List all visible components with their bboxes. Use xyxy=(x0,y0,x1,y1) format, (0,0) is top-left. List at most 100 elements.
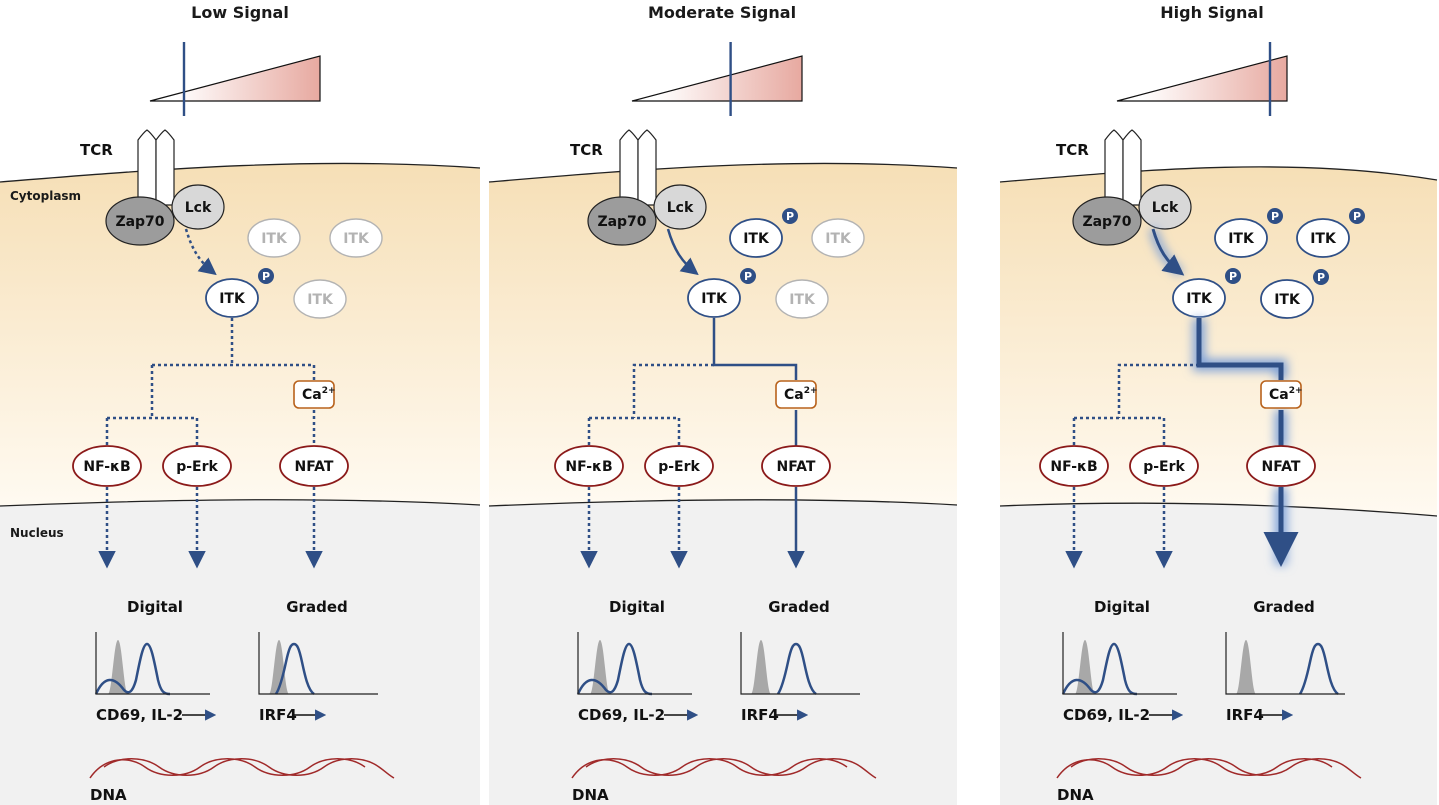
calcium-box: Ca2+ xyxy=(1260,380,1303,409)
tf-label: NF-κB xyxy=(565,459,612,475)
phospho-label: P xyxy=(744,270,752,283)
tf-nfat-node: NFAT xyxy=(279,445,349,487)
cytoplasm-region xyxy=(488,162,958,506)
signal-paths xyxy=(580,318,805,569)
signal-strength-slider xyxy=(631,42,803,116)
nucleus-region xyxy=(488,499,958,805)
histogram-digital xyxy=(94,632,210,696)
cytoplasm-label: Cytoplasm xyxy=(10,189,81,203)
itk-node-0: ITK P xyxy=(729,208,798,258)
itk-node-1: ITK xyxy=(811,218,865,258)
zap70-label: Zap70 xyxy=(115,214,164,230)
tf-nfkb-node: NF-κB xyxy=(72,445,142,487)
panel-moderate-signal: Moderate Signal TCR Zap70 Lck xyxy=(488,3,958,805)
zap70-node: Zap70 xyxy=(587,196,657,246)
dna-helix xyxy=(571,758,877,779)
lck-to-itk-arrow xyxy=(666,228,699,276)
histogram-graded xyxy=(258,632,378,696)
cytoplasm-region xyxy=(0,162,481,506)
tcr-receptor xyxy=(619,129,657,206)
dna-label: DNA xyxy=(90,786,127,804)
lck-label: Lck xyxy=(1152,200,1179,216)
itk-label: ITK xyxy=(343,231,370,247)
signal-paths xyxy=(98,318,323,569)
tf-nfkb-node: NF-κB xyxy=(554,445,624,487)
nucleus-region xyxy=(0,499,481,805)
lck-label: Lck xyxy=(667,200,694,216)
tcr-label: TCR xyxy=(80,141,113,159)
lck-node: Lck xyxy=(653,184,707,230)
tf-label: NFAT xyxy=(295,459,334,475)
phospho-label: P xyxy=(1353,210,1361,223)
output-category-digital: Digital xyxy=(1094,598,1150,616)
histogram-digital xyxy=(576,632,692,696)
gene-digital-label: CD69, IL-2 xyxy=(578,706,665,724)
panel-high-signal: High Signal TCR Zap70 Lck xyxy=(999,3,1438,805)
calcium-box: Ca2+ xyxy=(293,380,336,409)
tf-label: NFAT xyxy=(1262,459,1301,475)
itk-label: ITK xyxy=(1228,231,1255,247)
itk-label: ITK xyxy=(1274,292,1301,308)
gene-digital-label: CD69, IL-2 xyxy=(1063,706,1150,724)
calcium-label: Ca2+ xyxy=(302,386,336,403)
itk-label: ITK xyxy=(1310,231,1337,247)
gene-graded-label: IRF4 xyxy=(1226,706,1264,724)
histogram-graded xyxy=(1225,632,1345,696)
itk-node-2: ITK xyxy=(775,279,829,319)
phospho-label: P xyxy=(1271,210,1279,223)
tf-label: p-Erk xyxy=(658,459,700,475)
tcr-label: TCR xyxy=(1056,141,1089,159)
itk-node-1: ITK xyxy=(329,218,383,258)
calcium-label: Ca2+ xyxy=(1269,386,1303,403)
tf-label: NF-κB xyxy=(83,459,130,475)
itk-node-2: ITK xyxy=(293,279,347,319)
panel-low-signal: Low Signal Cytoplasm Nucleus TCR Zap70 L… xyxy=(0,3,481,805)
zap70-label: Zap70 xyxy=(597,214,646,230)
signal-paths xyxy=(1065,318,1299,569)
panel-title: Moderate Signal xyxy=(648,3,796,22)
tf-nfkb-node: NF-κB xyxy=(1039,445,1109,487)
itk-node-2: ITK P xyxy=(1260,269,1329,319)
zap70-node: Zap70 xyxy=(105,196,175,246)
gene-digital-label: CD69, IL-2 xyxy=(96,706,183,724)
itk-label: ITK xyxy=(261,231,288,247)
phospho-badge xyxy=(740,268,756,284)
gene-graded-label: IRF4 xyxy=(741,706,779,724)
itk-node-0: ITK xyxy=(247,218,301,258)
tf-label: p-Erk xyxy=(176,459,218,475)
lck-to-itk-arrow xyxy=(184,228,217,276)
signal-strength-slider xyxy=(149,42,321,116)
calcium-box: Ca2+ xyxy=(775,380,818,409)
signal-strength-slider xyxy=(1116,42,1288,116)
itk-label: ITK xyxy=(825,231,852,247)
nucleus-region xyxy=(999,502,1438,805)
phospho-badge xyxy=(1267,208,1283,224)
itk-active-label: ITK xyxy=(701,291,728,307)
itk-active-label: ITK xyxy=(1186,291,1213,307)
lck-label: Lck xyxy=(185,200,212,216)
output-category-digital: Digital xyxy=(127,598,183,616)
phospho-badge xyxy=(1349,208,1365,224)
lck-to-itk-arrow xyxy=(1149,227,1185,277)
itk-node-1: ITK P xyxy=(1296,208,1365,258)
output-category-graded: Graded xyxy=(768,598,829,616)
phospho-badge xyxy=(1225,268,1241,284)
zap70-node: Zap70 xyxy=(1072,196,1142,246)
phospho-label: P xyxy=(786,210,794,223)
itk-active-label: ITK xyxy=(219,291,246,307)
output-category-graded: Graded xyxy=(1253,598,1314,616)
tf-label: NF-κB xyxy=(1050,459,1097,475)
phospho-badge xyxy=(258,268,274,284)
histogram-graded xyxy=(740,632,860,696)
itk-active-node: ITK P xyxy=(205,268,274,318)
tf-nfat-node: NFAT xyxy=(1246,445,1316,487)
dna-helix xyxy=(1056,758,1362,779)
itk-active-node: ITK P xyxy=(1172,268,1241,318)
dna-helix xyxy=(89,758,395,779)
lck-node: Lck xyxy=(1138,184,1192,230)
output-category-digital: Digital xyxy=(609,598,665,616)
panel-title: High Signal xyxy=(1160,3,1263,22)
dna-label: DNA xyxy=(572,786,609,804)
nucleus-label: Nucleus xyxy=(10,526,64,540)
